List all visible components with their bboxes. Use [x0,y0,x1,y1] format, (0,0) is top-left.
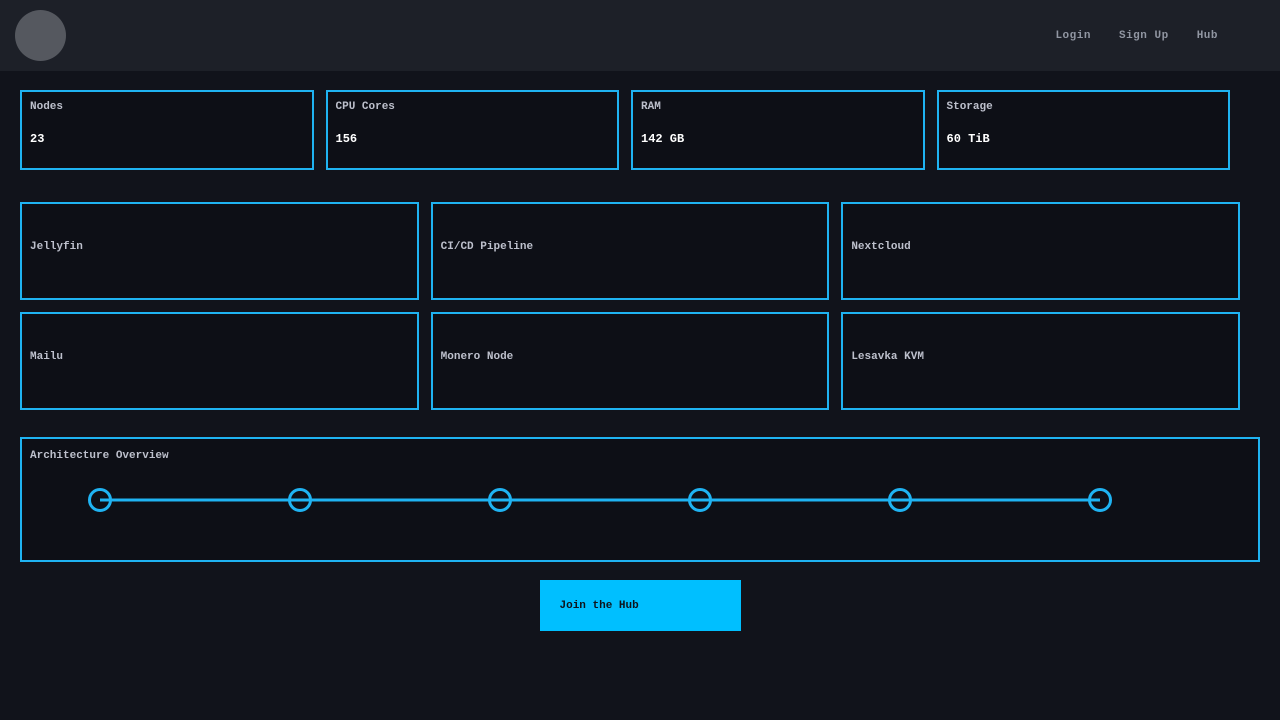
join-hub-button[interactable]: Join the Hub [539,580,741,631]
nav-link-signup[interactable]: Sign Up [1118,29,1169,42]
architecture-node [488,488,512,512]
stat-card-cpu-cores: CPU Cores 156 [325,90,619,170]
cta-row: Join the Hub [0,562,1280,631]
stat-card-ram: RAM 142 GB [631,90,925,170]
architecture-node [1088,488,1112,512]
service-name: Jellyfin [30,241,83,253]
service-card-monero-node[interactable]: Monero Node [430,312,830,410]
service-card-lesavka-kvm[interactable]: Lesavka KVM [841,312,1240,410]
stat-value: 23 [30,132,45,146]
service-name: CI/CD Pipeline [440,241,534,253]
service-card-nextcloud[interactable]: Nextcloud [841,202,1240,300]
service-name: Mailu [30,351,64,363]
service-card-mailu[interactable]: Mailu [20,312,419,410]
architecture-node [288,488,312,512]
stat-value: 156 [335,132,358,146]
nav-links: Login Sign Up Hub [1055,30,1218,42]
stat-label: RAM [641,101,661,113]
service-card-jellyfin[interactable]: Jellyfin [20,202,419,300]
stat-value: 60 TiB [946,132,990,146]
nav-link-hub[interactable]: Hub [1196,29,1218,42]
services-grid: Jellyfin CI/CD Pipeline Nextcloud Mailu … [20,202,1240,410]
stat-value: 142 GB [641,132,685,146]
service-card-cicd-pipeline[interactable]: CI/CD Pipeline [430,202,830,300]
architecture-title: Architecture Overview [30,450,169,462]
stat-label: Storage [946,101,993,113]
architecture-overview-panel: Architecture Overview [20,437,1260,562]
stat-card-storage: Storage 60 TiB [936,90,1230,170]
architecture-node [88,488,112,512]
nav-link-login[interactable]: Login [1055,29,1091,42]
stat-label: CPU Cores [335,101,395,113]
architecture-node [888,488,912,512]
stat-card-nodes: Nodes 23 [20,90,314,170]
navbar: Login Sign Up Hub [0,0,1280,71]
stats-row: Nodes 23 CPU Cores 156 RAM 142 GB Storag… [20,90,1230,170]
stat-label: Nodes [30,101,64,113]
service-name: Lesavka KVM [851,351,924,363]
architecture-node [688,488,712,512]
architecture-diagram [88,488,1112,512]
service-name: Monero Node [440,351,514,363]
service-name: Nextcloud [851,241,911,253]
main-content: Nodes 23 CPU Cores 156 RAM 142 GB Storag… [0,90,1280,631]
avatar-logo[interactable] [15,9,66,61]
